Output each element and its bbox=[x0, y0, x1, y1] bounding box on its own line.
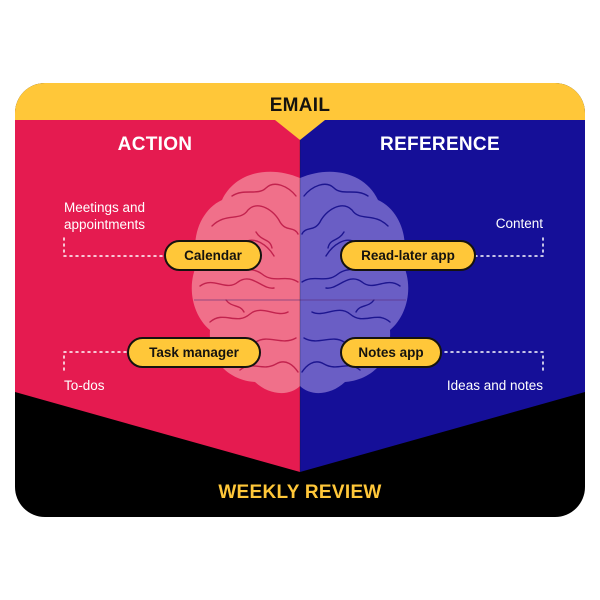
notes-app-description: Ideas and notes bbox=[446, 378, 543, 393]
reference-title: REFERENCE bbox=[380, 134, 500, 155]
email-label: EMAIL bbox=[269, 95, 331, 116]
read-later-description: Content bbox=[495, 216, 543, 231]
calendar-pill[interactable]: Calendar bbox=[164, 240, 262, 271]
read-later-connector bbox=[473, 237, 544, 257]
task-manager-connector bbox=[63, 351, 131, 371]
weekly-review-label: WEEKLY REVIEW bbox=[218, 482, 382, 503]
action-title: ACTION bbox=[117, 134, 193, 155]
calendar-connector bbox=[63, 237, 167, 257]
email-band bbox=[15, 83, 585, 140]
task-manager-description: To-dos bbox=[64, 378, 105, 393]
read-later-pill[interactable]: Read-later app bbox=[340, 240, 476, 271]
notes-app-pill[interactable]: Notes app bbox=[340, 337, 442, 368]
task-manager-pill[interactable]: Task manager bbox=[127, 337, 261, 368]
notes-app-connector bbox=[439, 351, 544, 371]
calendar-description: Meetings and appointments bbox=[64, 200, 146, 232]
